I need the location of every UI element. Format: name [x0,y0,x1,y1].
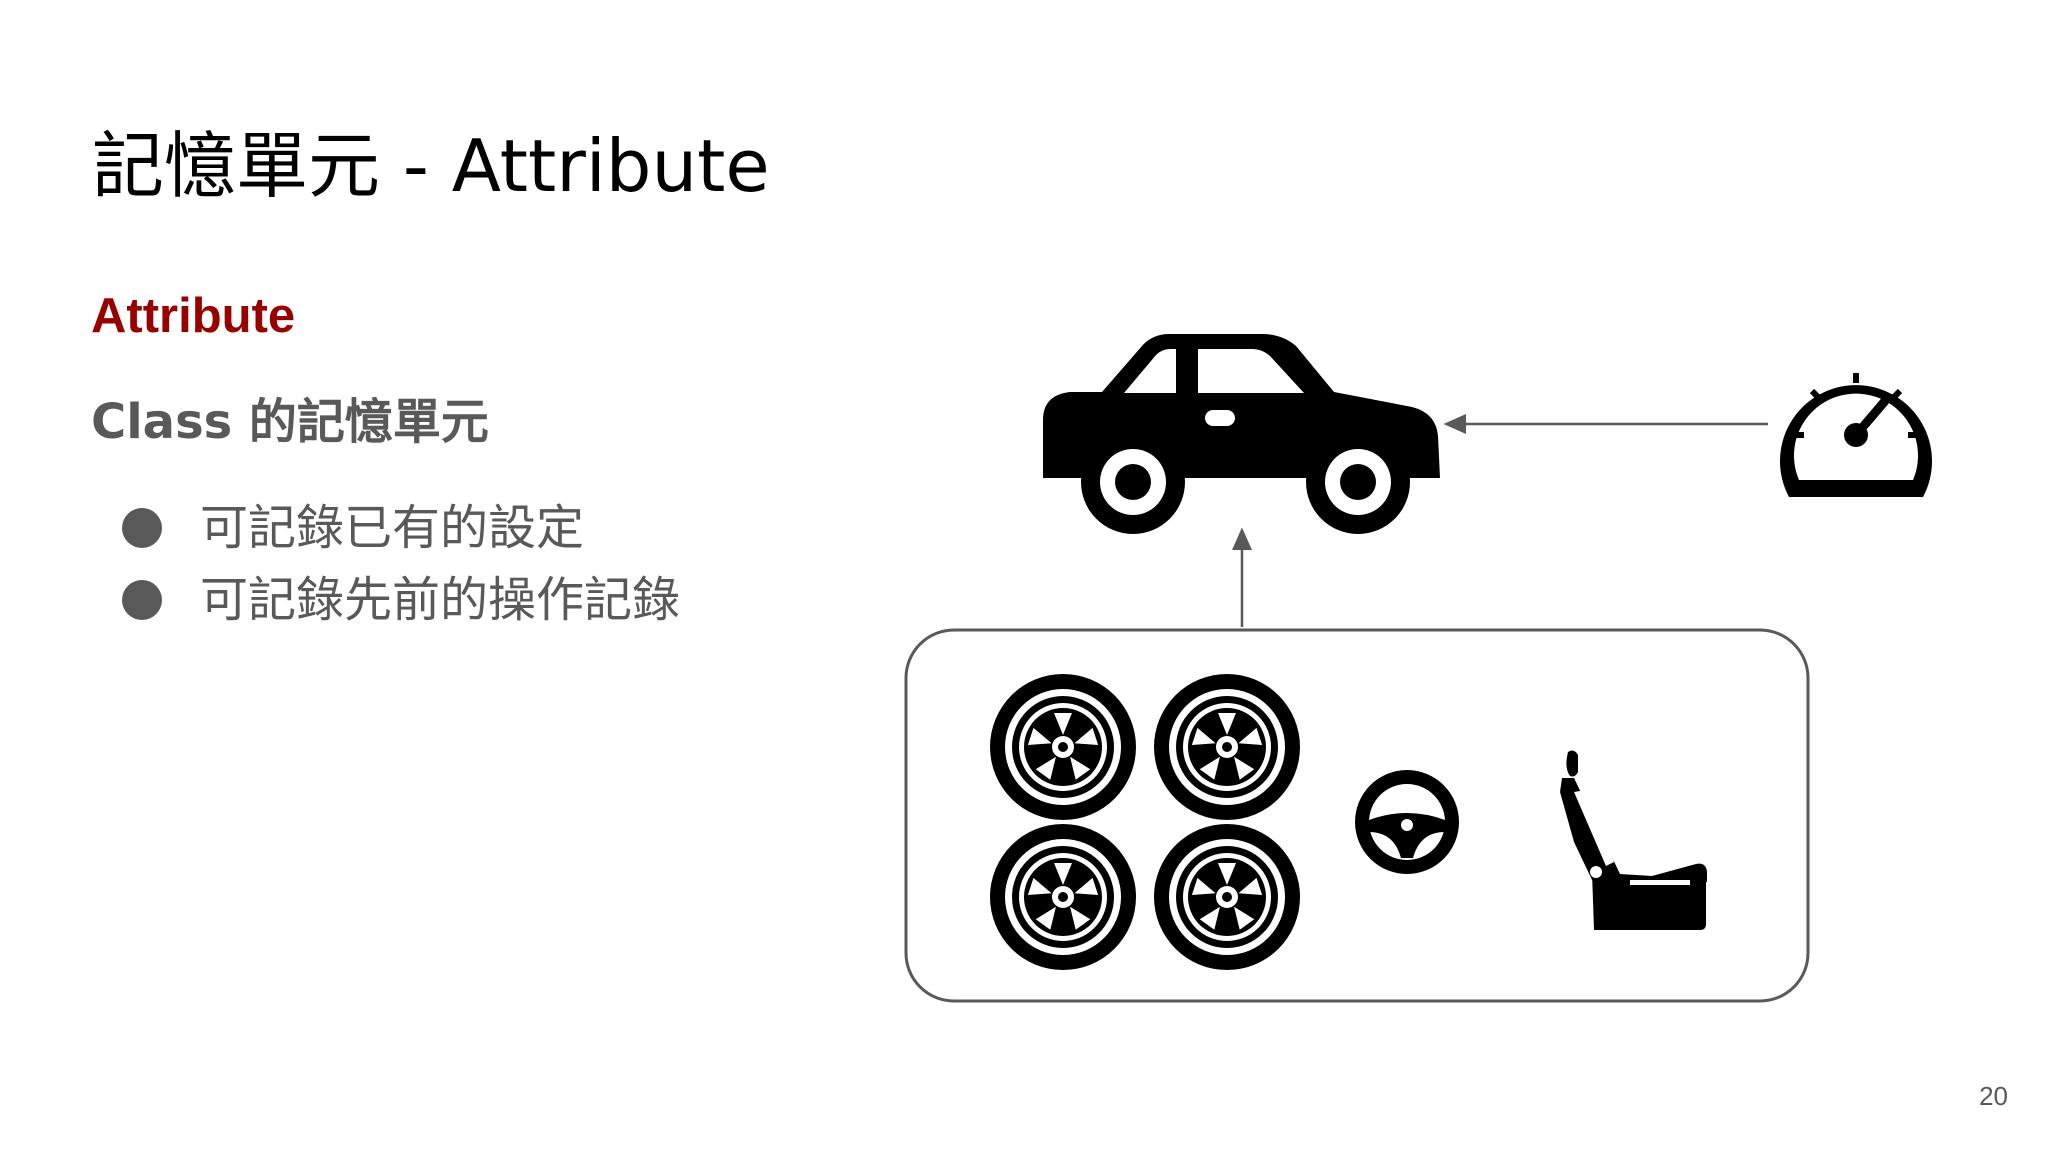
bullet-text: 可記錄先前的操作記錄 [200,572,681,628]
bullet-dot-icon [122,508,162,548]
bullet-text: 可記錄已有的設定 [200,500,585,556]
section-heading: Attribute [91,289,296,343]
speedometer-icon [1779,373,1932,497]
car-icon [1043,334,1440,534]
list-item: 可記錄先前的操作記錄 [122,564,680,636]
subheading: Class 的記憶單元 [91,394,489,450]
slide-title: 記憶單元 - Attribute [92,124,770,208]
wheel-icon [1154,824,1300,970]
page-number: 20 [1979,1081,2008,1111]
list-item: 可記錄已有的設定 [122,492,680,564]
parts-container [904,628,1810,1003]
wheel-icon [990,674,1136,820]
bullet-list: 可記錄已有的設定 可記錄先前的操作記錄 [122,492,680,636]
car-seat-icon [1560,750,1707,930]
bullet-dot-icon [122,580,162,620]
wheel-icon [990,824,1136,970]
wheel-icon [1154,674,1300,820]
steering-wheel-icon [1355,770,1459,874]
